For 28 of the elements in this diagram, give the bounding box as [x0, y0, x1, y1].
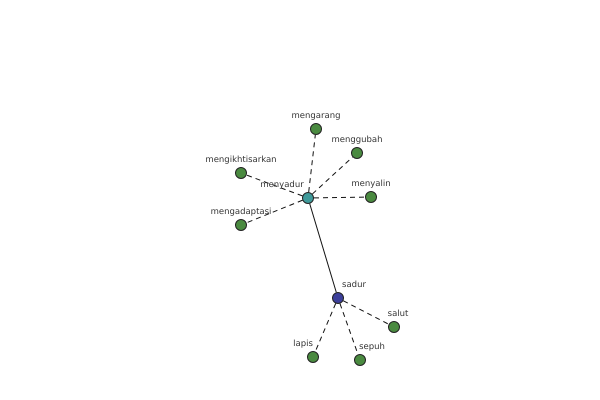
node-label: sepuh [359, 342, 385, 352]
node-label: sadur [342, 280, 366, 290]
connector-line [312, 156, 354, 194]
circle-node [365, 191, 377, 203]
connector-line [308, 134, 316, 193]
node-label: salut [388, 309, 408, 319]
circle-node [388, 321, 400, 333]
circle-node [235, 219, 247, 231]
circle-node [310, 123, 322, 135]
node-label: mengarang [292, 111, 340, 121]
connector-line [246, 174, 303, 196]
circle-node [307, 351, 319, 363]
circle-node [235, 167, 247, 179]
connector-line [246, 200, 303, 224]
circle-node [354, 354, 366, 366]
connector-line [342, 300, 390, 325]
connector-line [314, 303, 336, 352]
connector-line [309, 203, 337, 293]
node-label: lapis [293, 339, 313, 349]
node-label: mengadaptasi [210, 207, 272, 217]
connector-line [314, 196, 366, 198]
node-label: menyadur [260, 180, 304, 190]
circle-node [351, 147, 363, 159]
circle-node [332, 292, 344, 304]
node-label: menggubah [331, 135, 383, 145]
circle-node [302, 192, 314, 204]
node-label: menyalin [351, 179, 391, 189]
node-label: mengikhtisarkan [205, 155, 277, 165]
